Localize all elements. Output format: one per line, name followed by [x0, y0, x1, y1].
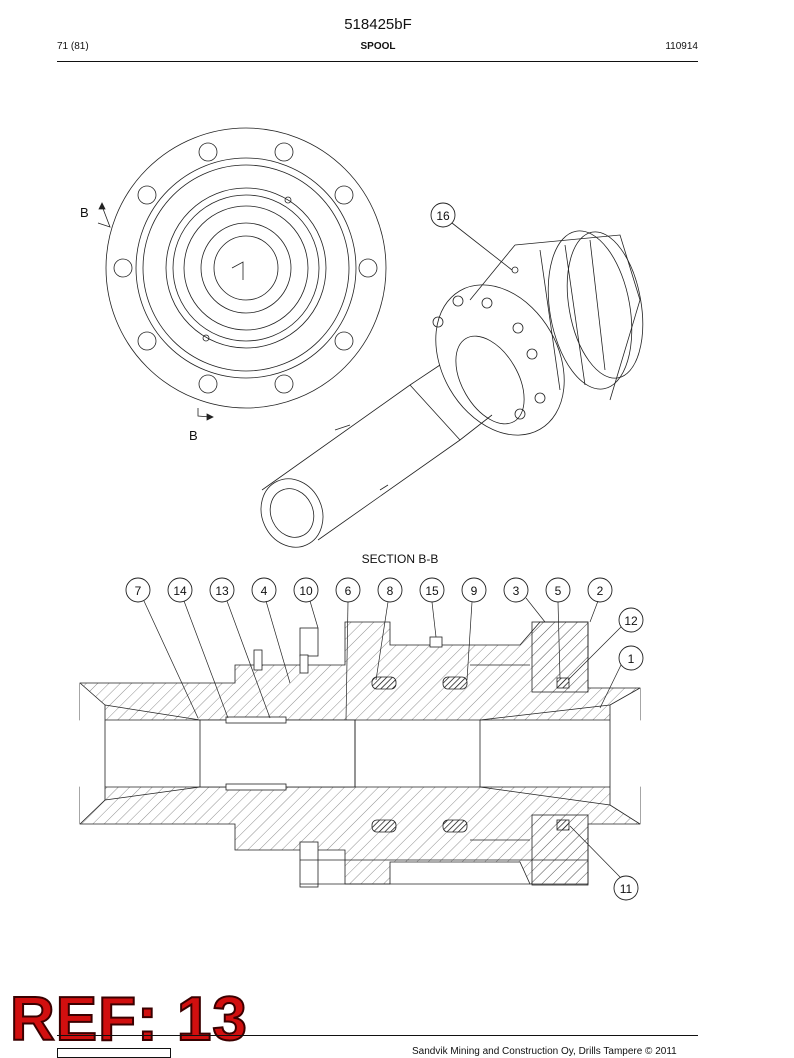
section-label-top: B [80, 205, 89, 220]
brand-logo [57, 1048, 171, 1058]
header-rule [57, 61, 698, 62]
section-label-bottom: B [189, 428, 198, 443]
svg-text:13: 13 [215, 584, 229, 598]
svg-text:1: 1 [628, 652, 635, 666]
section-callouts [125, 577, 644, 901]
svg-text:5: 5 [555, 584, 562, 598]
callout-16-label: 16 [436, 209, 450, 223]
callout-leaders [143, 597, 622, 878]
document-code: 518425bF [344, 16, 412, 33]
page-number: 71 (81) [57, 41, 89, 52]
svg-text:4: 4 [261, 584, 268, 598]
flange-front-view [105, 127, 387, 409]
svg-text:15: 15 [425, 584, 439, 598]
document-number: 110914 [665, 41, 698, 52]
footer-rule [57, 1035, 698, 1036]
section-marker-top [97, 202, 111, 228]
svg-text:6: 6 [345, 584, 352, 598]
svg-text:10: 10 [299, 584, 313, 598]
svg-text:8: 8 [387, 584, 394, 598]
isometric-view [260, 230, 644, 548]
callout-16 [430, 202, 513, 271]
svg-text:11: 11 [620, 882, 633, 896]
svg-text:9: 9 [471, 584, 478, 598]
callout-labels: 7 14 13 4 10 6 8 15 9 3 5 2 12 1 11 [135, 584, 638, 896]
svg-text:12: 12 [624, 614, 638, 628]
footer-copyright: Sandvik Mining and Construction Oy, Dril… [412, 1046, 677, 1057]
svg-text:3: 3 [513, 584, 520, 598]
section-marker-bottom [197, 408, 214, 421]
svg-text:7: 7 [135, 584, 142, 598]
svg-text:14: 14 [173, 584, 187, 598]
section-title: SECTION B-B [362, 552, 439, 566]
svg-text:2: 2 [597, 584, 604, 598]
reference-stamp: REF: 13 [9, 984, 248, 1055]
section-heading: SPOOL [360, 41, 396, 52]
section-view [79, 621, 641, 888]
